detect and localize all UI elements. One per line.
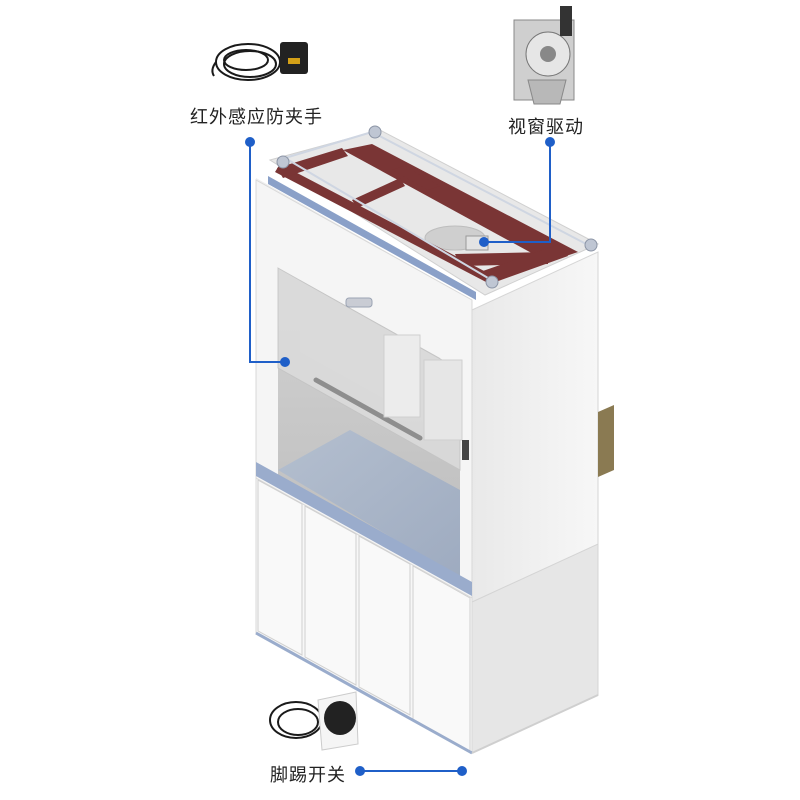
ir-sensor-thumbnail	[211, 42, 308, 81]
cabinet-door[interactable]	[304, 505, 357, 686]
cabinet-door[interactable]	[257, 479, 303, 656]
base-bottom-edge-right	[471, 694, 599, 754]
top-accent-bar	[268, 176, 476, 300]
leader-lines	[249, 142, 551, 772]
rail-end-caps	[276, 125, 598, 289]
outlet-panel	[423, 359, 463, 441]
cabinet-doors	[257, 479, 471, 752]
control-switch	[462, 440, 469, 460]
sash-drive-frame	[275, 144, 578, 284]
rear-duct	[598, 405, 614, 477]
guide-rails	[284, 131, 591, 279]
foot-switch-thumbnail	[269, 691, 359, 751]
work-surface-accent-bar	[256, 462, 472, 596]
sash-handle	[313, 377, 423, 441]
ir-sensor-clamp-label: 红外感应防夹手	[190, 107, 323, 128]
foot-switch-label: 脚踢开关	[270, 765, 346, 786]
window-drive-thumbnail	[513, 6, 575, 105]
ir-sensor-leader	[249, 142, 285, 363]
base-bottom-edge	[255, 631, 473, 755]
cabinet-door[interactable]	[412, 565, 471, 752]
cabinet-door[interactable]	[358, 535, 411, 716]
work-surface	[278, 430, 460, 578]
window-drive-leader	[484, 142, 551, 243]
leader-dots	[245, 137, 555, 776]
window-drive-label: 视窗驱动	[508, 117, 584, 138]
indicator-light	[345, 297, 373, 308]
fume-hood	[255, 125, 614, 755]
control-panel	[383, 334, 421, 418]
